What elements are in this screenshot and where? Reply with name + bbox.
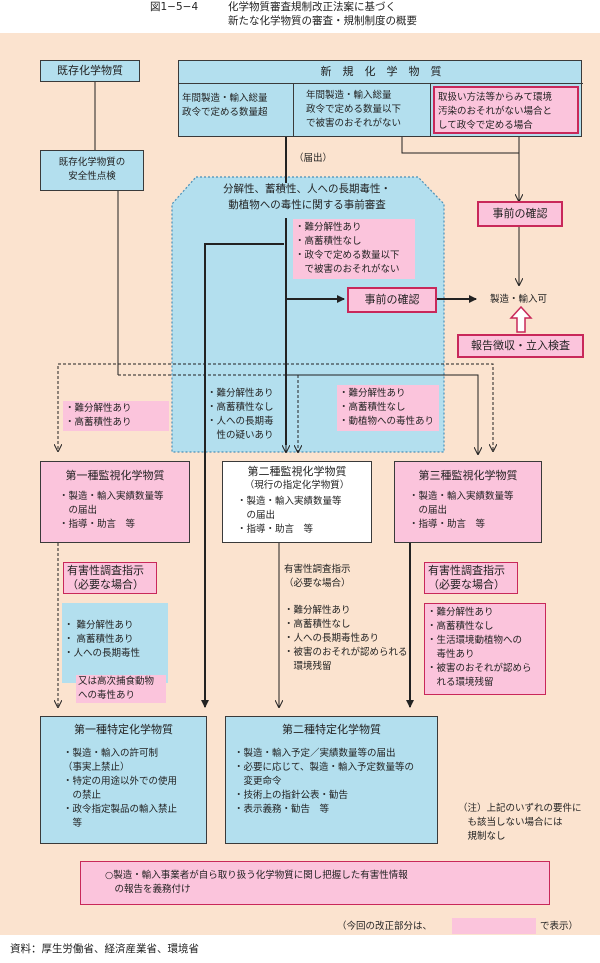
existing-chemical-box: 既存化学物質 [40,60,140,82]
pre-review-cond3: ・難分解性あり ・高蓄積性なし ・動植物への毒性あり [337,385,439,431]
new-col2: 年間製造・輸入総量 政令で定める数量以下 で被害のおそれがない [294,84,431,137]
specific2-title: 第二種特定化学物質 [282,723,381,736]
figure-number: 図1−5−4 [150,1,199,13]
obligation-box: ○製造・輸入事業者が自ら取り扱う化学物質に関し把握した有害性情報 の報告を義務付… [80,861,550,905]
cond-left-text: ・ 難分解性あり ・ 高蓄積性あり ・人への長期毒性 [64,620,141,659]
monitor2-title: 第二種監視化学物質 [247,465,347,478]
source-note: 資料：厚生労働省、経済産業省、環境省 [10,943,199,955]
monitor2-subtitle: （現行の指定化学物質） [244,480,350,491]
monitor3-body: ・製造・輸入実績数量等 の届出 ・指導・助言 等 [409,491,514,530]
specific2-body: ・製造・輸入予定／実績数量等の届出 ・必要に応じて、製造・輸入予定数量等の 変更… [234,748,415,815]
new-chemical-box: 新 規 化 学 物 質 年間製造・輸入総量 政令で定める数量超 年間製造・輸入総… [178,60,583,137]
new-chemical-title: 新 規 化 学 物 質 [179,61,583,84]
monitor1-body: ・製造・輸入実績数量等 の届出 ・指導・助言 等 [59,491,164,530]
monitor1-title: 第一種監視化学物質 [65,469,165,482]
monitor2-body: ・製造・輸入実績数量等 の届出 ・指導・助言 等 [237,496,342,535]
monitor1-box: 第一種監視化学物質 ・製造・輸入実績数量等 の届出 ・指導・助言 等 [40,461,190,543]
notification-label: （届出） [294,153,333,164]
manufacture-ok: 製造・輸入可 [490,294,548,305]
specific1-box: 第一種特定化学物質 ・製造・輸入の許可制 （事実上禁止） ・特定の用途以外での使… [40,716,207,844]
pre-review-cond2: ・難分解性あり ・高蓄積性なし ・人への長期毒 性の疑いあり [207,388,274,441]
specific1-title: 第一種特定化学物質 [74,723,173,736]
instr2: 有害性調査指示 （必要な場合） [284,564,351,589]
cond-mid: ・難分解性あり ・高蓄積性なし ・人への長期毒性あり ・被害のおそれが認められる… [284,605,408,672]
instr3: 有害性調査指示 （必要な場合） [424,562,518,594]
cond-left-pink: 又は高次捕食動物 への毒性あり [76,675,166,703]
note: （注）上記のいずれの要件に も該当しない場合には 規制なし [458,803,582,842]
pre-review-title: 分解性、蓄積性、人への長期毒性・ 動植物への毒性に関する事前審査 [196,181,418,213]
monitor3-title: 第三種監視化学物質 [418,469,518,482]
report-inspection-box: 報告徴収・立入検査 [457,334,584,358]
review-to-specific1-line [201,243,284,708]
report-up-arrow [509,305,533,333]
instr1: 有害性調査指示 （必要な場合） [63,562,157,594]
specific2-box: 第二種特定化学物質 ・製造・輸入予定／実績数量等の届出 ・必要に応じて、製造・輸… [225,716,438,844]
legend-after: で表示） [540,921,579,932]
figure-title-line2: 新たな化学物質の審査・規制制度の概要 [228,15,417,27]
pre-review-title-line2: 動植物への毒性に関する事前審査 [228,199,386,211]
cond-left: ・ 難分解性あり ・ 高蓄積性あり ・人への長期毒性 又は高次捕食動物 への毒性… [62,603,168,703]
prior-confirm-middle: 事前の確認 [347,287,437,313]
legend-before: （今回の改正部分は、 [337,921,433,932]
branch-to-monitor1-line [58,363,286,451]
new-col1: 年間製造・輸入総量 政令で定める数量超 [179,84,294,137]
branch-to-monitor3-solid [286,374,478,454]
legend-swatch [452,918,536,934]
pre-review-cond1: ・難分解性あり ・高蓄積性なし ・政令で定める数量以下 で被害のおそれがない [293,219,415,279]
prior-confirm-right: 事前の確認 [477,201,563,227]
specific1-body: ・製造・輸入の許可制 （事実上禁止） ・特定の用途以外での使用 の禁止 ・政令指… [63,748,178,829]
col2-route-line [401,136,519,201]
new-col3: 取扱い方法等からみて環境 汚染のおそれがない場合と して政令で定める場合 [433,86,579,134]
figure-title-line1: 化学物質審査規制改正法案に基づく [228,1,396,13]
cond-right: ・難分解性あり ・高蓄積性なし ・生活環境動植物への 毒性あり ・被害のおそれが… [424,603,546,695]
monitor2-box: 第二種監視化学物質 （現行の指定化学物質） ・製造・輸入実績数量等 の届出 ・指… [222,461,372,543]
left-cond: ・難分解性あり ・高蓄積性あり [63,401,169,431]
monitor3-box: 第三種監視化学物質 ・製造・輸入実績数量等 の届出 ・指導・助言 等 [394,461,542,543]
pre-review-title-line1: 分解性、蓄積性、人への長期毒性・ [223,183,391,195]
branch-to-monitor3-line [286,363,493,451]
existing-safety-check-box: 既存化学物質の 安全性点検 [40,150,144,191]
